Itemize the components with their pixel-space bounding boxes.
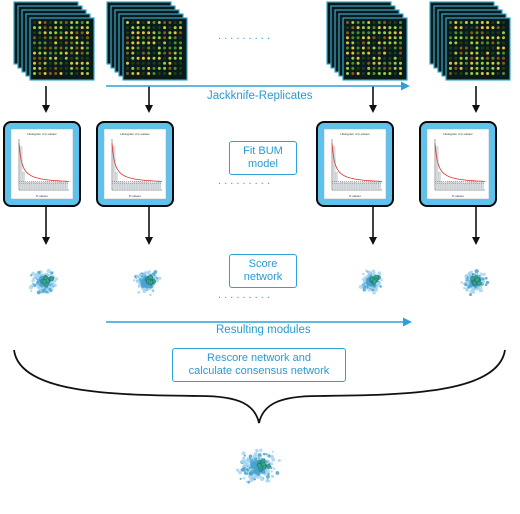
plot-xlabel: P-values	[129, 194, 141, 198]
network-icon	[460, 269, 490, 297]
network-icon	[358, 269, 383, 295]
resulting-modules-label: Resulting modules	[216, 324, 311, 336]
plot-xlabel: P-values	[349, 194, 361, 198]
microarray-stack-icon	[326, 1, 408, 81]
score-network-box: Score network	[229, 254, 297, 288]
rescore-line2: calculate consensus network	[188, 365, 330, 377]
fit-bum-box: Fit BUM model	[229, 141, 297, 175]
consensus-brace	[13, 349, 506, 424]
ellipsis-row1: . . . . . . . . .	[218, 30, 270, 42]
plot-xlabel: P-values	[452, 194, 464, 198]
network-icon	[132, 270, 162, 297]
microarray-stack-icon	[429, 1, 511, 81]
jackknife-label: Jackknife-Replicates	[207, 90, 313, 102]
microarray-stack-icon	[13, 1, 95, 81]
ellipsis-row2: . . . . . . . . .	[218, 175, 270, 187]
microarray-stack-icon	[106, 1, 188, 81]
fit-bum-line1: Fit BUM	[243, 145, 283, 157]
plot-title: Histogram of p-values	[27, 132, 57, 136]
network-icon	[28, 268, 59, 295]
score-network-line2: network	[243, 271, 283, 283]
plot-xlabel: P-values	[36, 194, 48, 198]
rescore-box: Rescore network and calculate consensus …	[172, 348, 346, 382]
fit-bum-line2: model	[248, 158, 278, 170]
plot-title: Histogram of p-values	[443, 132, 473, 136]
consensus-network-icon	[236, 448, 281, 484]
plot-title: Histogram of p-values	[340, 132, 370, 136]
ellipsis-row3: . . . . . . . . .	[218, 289, 270, 301]
plot-title: Histogram of p-values	[120, 132, 150, 136]
rescore-line1: Rescore network and	[207, 352, 311, 364]
score-network-line1: Score	[248, 258, 278, 270]
